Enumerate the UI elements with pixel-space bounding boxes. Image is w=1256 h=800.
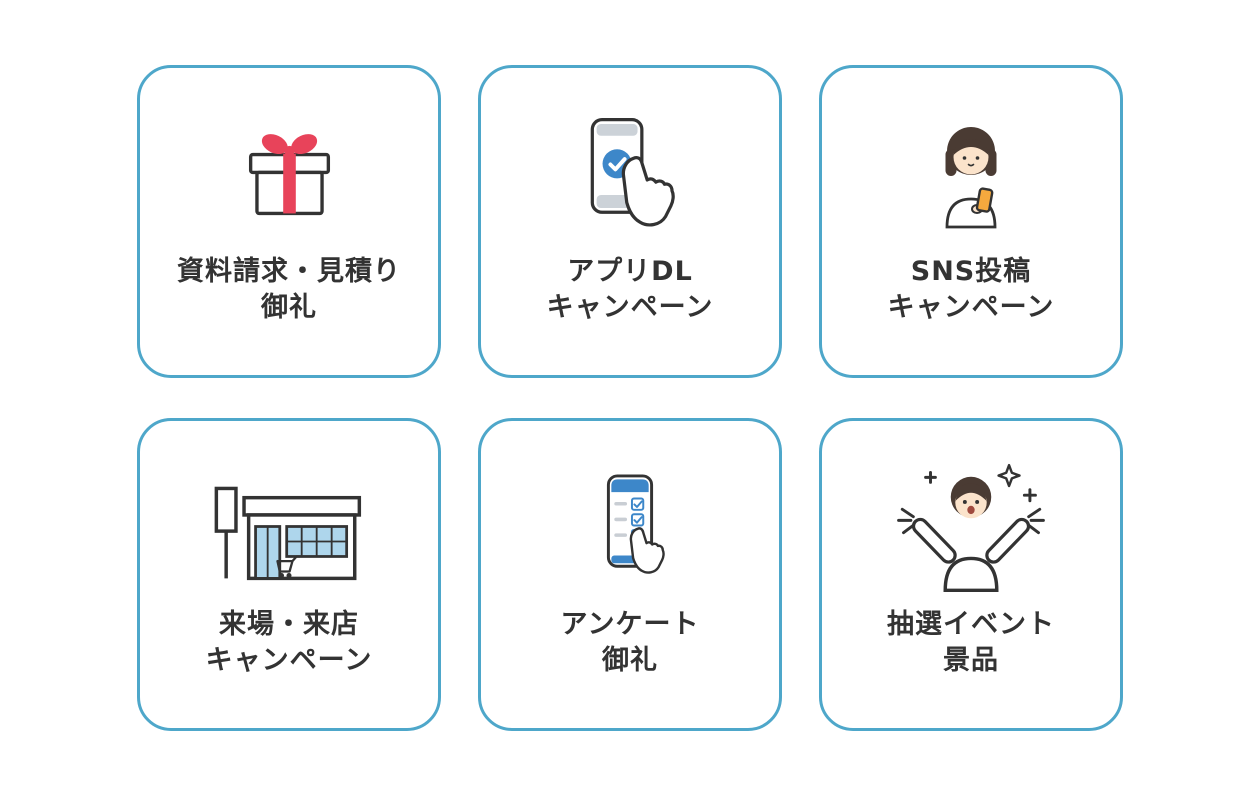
card-label-line: 景品 bbox=[943, 645, 999, 677]
card-label: 来場・来店 キャンペーン bbox=[206, 607, 373, 679]
store-visit-icon bbox=[208, 447, 370, 605]
card-label-line: 抽選イベント bbox=[887, 609, 1055, 640]
card-label-line: 御礼 bbox=[261, 292, 317, 324]
gift-icon bbox=[237, 94, 342, 252]
card-label: 抽選イベント 景品 bbox=[887, 607, 1055, 679]
card-label: アンケート 御礼 bbox=[561, 607, 700, 679]
card-label-line: 来場・来店 bbox=[219, 609, 359, 640]
sns-post-icon bbox=[916, 94, 1026, 252]
card-label-line: キャンペーン bbox=[887, 292, 1055, 324]
card-survey-thanks[interactable]: アンケート 御礼 bbox=[478, 418, 782, 731]
card-lottery-event-prize[interactable]: 抽選イベント 景品 bbox=[819, 418, 1123, 731]
card-sns-post-campaign[interactable]: SNS投稿 キャンペーン bbox=[819, 65, 1123, 378]
card-label-line: アプリDL bbox=[567, 256, 693, 287]
card-label: SNS投稿 キャンペーン bbox=[888, 254, 1055, 326]
card-label-line: SNS投稿 bbox=[910, 256, 1032, 287]
card-label-line: 資料請求・見積り bbox=[177, 256, 401, 287]
card-document-request-thanks[interactable]: 資料請求・見積り 御礼 bbox=[137, 65, 441, 378]
card-app-download-campaign[interactable]: アプリDL キャンペーン bbox=[478, 65, 782, 378]
app-download-icon bbox=[560, 94, 700, 252]
survey-icon bbox=[576, 447, 684, 605]
celebration-icon bbox=[890, 447, 1052, 605]
campaign-card-grid: 資料請求・見積り 御礼 アプリDL キャンペーン bbox=[137, 65, 1123, 731]
card-label-line: キャンペーン bbox=[546, 292, 714, 324]
card-store-visit-campaign[interactable]: 来場・来店 キャンペーン bbox=[137, 418, 441, 731]
card-label: アプリDL キャンペーン bbox=[547, 254, 714, 326]
card-label-line: アンケート bbox=[560, 609, 700, 640]
card-label: 資料請求・見積り 御礼 bbox=[177, 254, 401, 326]
card-label-line: 御礼 bbox=[601, 645, 658, 677]
card-label-line: キャンペーン bbox=[205, 645, 373, 677]
